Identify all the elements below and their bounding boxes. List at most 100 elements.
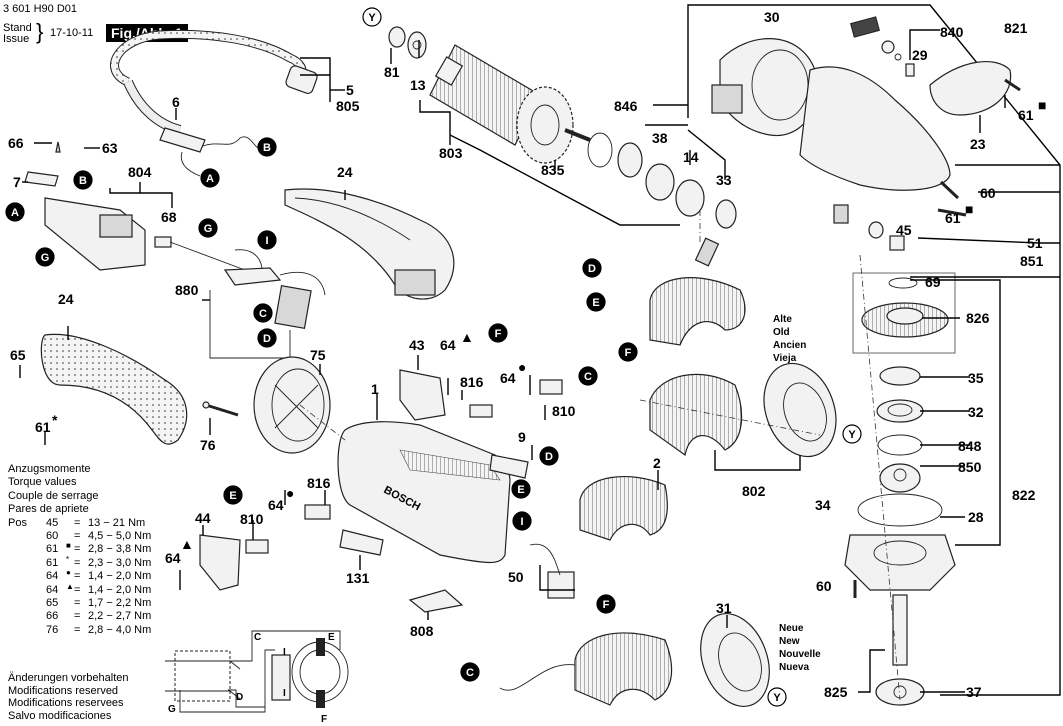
connector-b-label: B bbox=[263, 142, 271, 154]
marker-dot-2: ● bbox=[286, 485, 294, 501]
part-label-64-dot-top: 64 bbox=[500, 370, 516, 386]
connector-a-circle bbox=[5, 202, 25, 222]
torque-equals: = bbox=[74, 516, 81, 529]
handle-housing-top bbox=[284, 188, 455, 300]
connector-y-label: Y bbox=[368, 12, 376, 24]
part-label-825: 825 bbox=[824, 684, 848, 700]
part-label-14: 14 bbox=[683, 149, 699, 165]
part-label-826: 826 bbox=[966, 310, 990, 326]
part-label-63: 63 bbox=[102, 140, 118, 156]
part-label-802: 802 bbox=[742, 483, 766, 499]
torque-value: 2,2 − 2,7 Nm bbox=[88, 610, 152, 623]
torque-position: 61 bbox=[46, 543, 59, 556]
part-label-6: 6 bbox=[172, 94, 180, 110]
torque-position: 76 bbox=[46, 623, 59, 636]
connector-f-circle bbox=[618, 342, 638, 362]
part-label-44: 44 bbox=[195, 510, 211, 526]
gear-rings bbox=[587, 132, 737, 267]
part-label-35: 35 bbox=[968, 370, 984, 386]
part-label-131: 131 bbox=[346, 570, 370, 586]
connector-f-label: F bbox=[625, 347, 632, 359]
torque-equals: = bbox=[74, 597, 81, 610]
torque-title-en: Torque values bbox=[8, 476, 77, 489]
part-label-81: 81 bbox=[384, 64, 400, 80]
power-cord bbox=[110, 29, 318, 177]
part-label-30: 30 bbox=[764, 9, 780, 25]
issue-label: Issue bbox=[3, 33, 30, 45]
marker-triangle: ▲ bbox=[460, 329, 474, 345]
part-label-810-bottom: 810 bbox=[240, 511, 264, 527]
torque-value: 1,7 − 2,2 Nm bbox=[88, 597, 152, 610]
connector-y-label: Y bbox=[773, 692, 781, 704]
part-label-848: 848 bbox=[958, 438, 982, 454]
connector-i-circle bbox=[257, 230, 277, 250]
modifications-note: Änderungen vorbehalten Modifications res… bbox=[8, 672, 129, 722]
connector-e-circle bbox=[223, 485, 243, 505]
marker-triangle-2: ▲ bbox=[180, 536, 194, 552]
field-stator-2 bbox=[579, 475, 668, 541]
torque-marker: ▲ bbox=[66, 581, 74, 591]
part-label-61-square-top: 61 bbox=[1018, 107, 1034, 123]
screw-76 bbox=[202, 401, 239, 417]
torque-row: 65=1,7 − 2,2 Nm bbox=[8, 597, 151, 610]
torque-value: 13 − 21 Nm bbox=[88, 516, 146, 529]
torque-value: 4,5 − 5,0 Nm bbox=[88, 530, 152, 543]
torque-position: 61 bbox=[46, 556, 59, 569]
field-stator-old-top bbox=[649, 277, 746, 346]
motor-housing: BOSCH bbox=[337, 421, 511, 564]
connector-i-label: I bbox=[520, 516, 523, 528]
connector-d-circle bbox=[539, 446, 559, 466]
part-label-45: 45 bbox=[896, 222, 912, 238]
part-label-31: 31 bbox=[716, 600, 732, 616]
labels-9-131-808 bbox=[339, 454, 529, 613]
part-label-846: 846 bbox=[614, 98, 638, 114]
connector-a-circle bbox=[200, 168, 220, 188]
connector-g-label: G bbox=[41, 252, 50, 264]
part-label-43: 43 bbox=[409, 337, 425, 353]
part-label-13: 13 bbox=[410, 77, 426, 93]
part-label-2: 2 bbox=[653, 455, 661, 471]
torque-equals: = bbox=[74, 570, 81, 583]
part-label-804: 804 bbox=[128, 164, 152, 180]
connector-i-label: I bbox=[265, 235, 268, 247]
fan-guide-new bbox=[700, 612, 770, 708]
connector-c-label: C bbox=[584, 371, 592, 383]
part-label-7: 7 bbox=[13, 174, 21, 190]
marker-square: ■ bbox=[1038, 97, 1046, 113]
connector-e-circle bbox=[586, 292, 606, 312]
torque-marker: * bbox=[66, 554, 70, 564]
wiring-label-i-top: I bbox=[283, 647, 286, 658]
part-label-850: 850 bbox=[958, 459, 982, 475]
torque-position: 64 bbox=[46, 570, 59, 583]
connector-d-circle bbox=[257, 328, 277, 348]
connector-d-label: D bbox=[263, 333, 271, 345]
switch-rod-and-electronics bbox=[154, 236, 326, 359]
connector-c-label: C bbox=[259, 308, 267, 320]
torque-equals: = bbox=[74, 583, 81, 596]
connector-y-circle bbox=[362, 7, 382, 27]
wiring-diagram: C D E F G I I bbox=[165, 630, 349, 725]
part-label-50: 50 bbox=[508, 569, 524, 585]
torque-row: 64▲=1,4 − 2,0 Nm bbox=[8, 582, 151, 597]
connector-c-circle bbox=[253, 303, 273, 323]
torque-value: 2,3 − 3,0 Nm bbox=[88, 556, 152, 569]
connector-a-label: A bbox=[206, 173, 214, 185]
brush-holder-cover-43 bbox=[399, 369, 446, 421]
connector-b-circle bbox=[257, 137, 277, 157]
connector-d-circle bbox=[582, 258, 602, 278]
pinion-45 bbox=[833, 180, 967, 251]
part-label-64-triangle-top: 64 bbox=[440, 337, 456, 353]
fan-baffle bbox=[711, 38, 818, 137]
connector-y-circle bbox=[767, 687, 787, 707]
part-label-51: 51 bbox=[1027, 235, 1043, 251]
torque-pos-label: Pos bbox=[8, 516, 27, 529]
part-label-821: 821 bbox=[1004, 20, 1028, 36]
armature bbox=[429, 44, 591, 164]
part-label-803: 803 bbox=[439, 145, 463, 161]
torque-marker: ■ bbox=[66, 541, 71, 551]
torque-equals: = bbox=[74, 556, 81, 569]
torque-value: 2,8 − 3,8 Nm bbox=[88, 543, 152, 556]
torque-title-de: Anzugsmomente bbox=[8, 463, 91, 475]
rear-end-cover bbox=[253, 356, 331, 454]
